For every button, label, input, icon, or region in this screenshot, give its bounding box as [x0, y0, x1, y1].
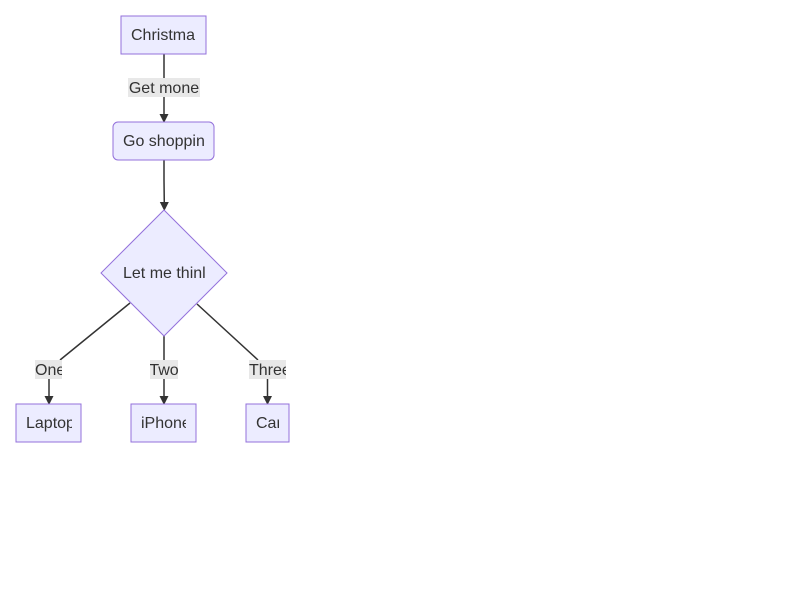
arrowhead-icon: [159, 396, 169, 405]
node-go-shopping[interactable]: Go shoppin: [112, 121, 215, 161]
edge-label-one: One: [35, 360, 65, 379]
edge-label-two: Two: [149, 360, 178, 379]
node-decision[interactable]: Let me thinl: [100, 209, 228, 337]
node-label: Car: [256, 415, 282, 432]
edge-decision-to-laptop: [44, 302, 131, 405]
arrowhead-icon: [263, 396, 272, 405]
arrowhead-icon: [159, 202, 169, 211]
node-laptop[interactable]: Laptop: [15, 403, 82, 443]
node-iphone[interactable]: iPhone: [130, 403, 197, 443]
node-label: Go shoppin: [123, 133, 205, 150]
edge-label-text: Two: [149, 362, 178, 379]
node-car[interactable]: Car: [245, 403, 290, 443]
edge-label-get-money: Get mone: [128, 78, 200, 97]
edge-label-text: Get mone: [129, 80, 199, 97]
arrowhead-icon: [44, 396, 54, 405]
node-label: Christma: [131, 27, 195, 44]
node-label: Let me thinl: [123, 265, 206, 282]
edge-decision-to-car: [196, 303, 272, 405]
node-label: Laptop: [26, 415, 75, 432]
edge-shopping-to-decision: [159, 160, 169, 211]
edge-label-text: One: [35, 362, 65, 379]
edge-decision-to-iphone: [159, 336, 169, 405]
edge-label-text: Three: [249, 362, 291, 379]
node-christmas[interactable]: Christma: [120, 15, 207, 55]
edge-label-three: Three: [249, 360, 291, 379]
arrowhead-icon: [159, 114, 169, 123]
node-label: iPhone: [141, 415, 191, 432]
